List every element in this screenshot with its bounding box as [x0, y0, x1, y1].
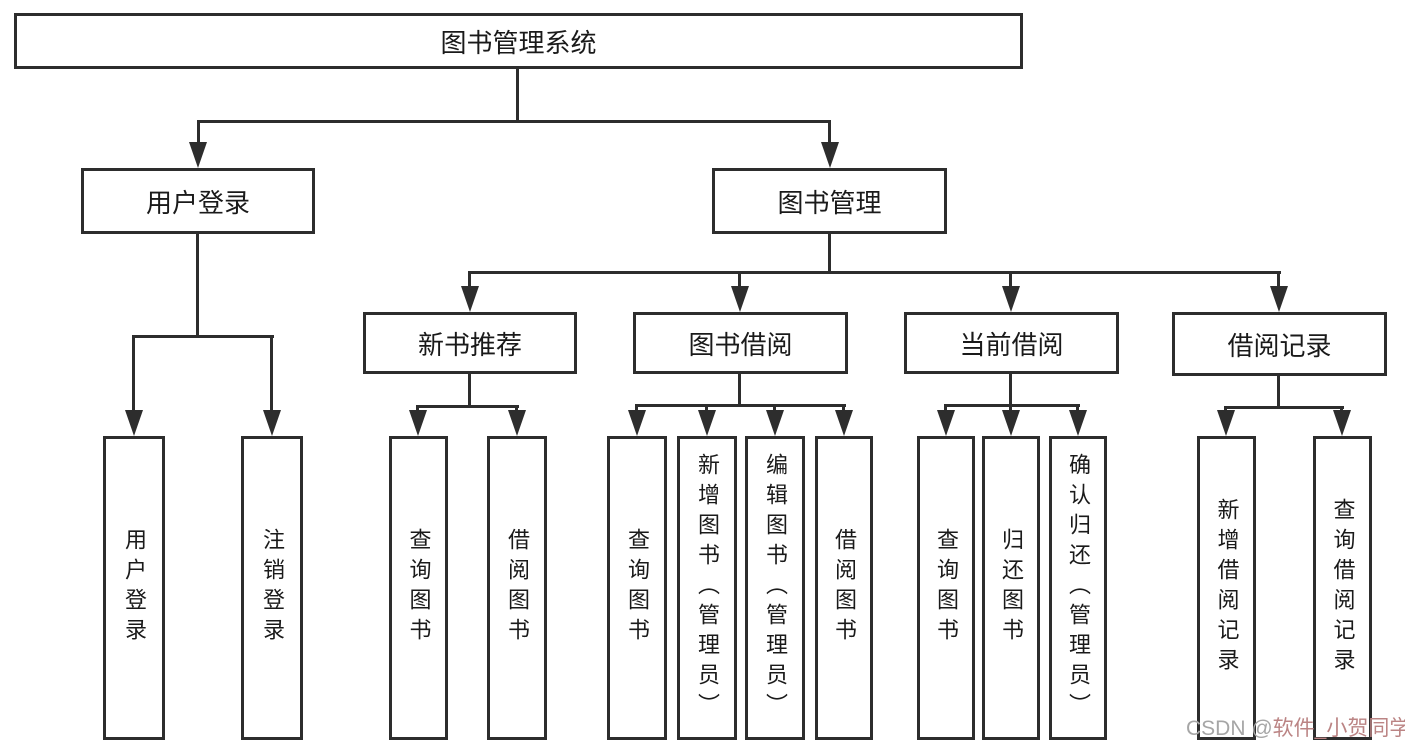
node-root-label: 图书管理系统: [440, 27, 597, 58]
connector-user-login-vertical: [196, 234, 199, 338]
node-book-management-label: 图书管理: [777, 187, 882, 218]
arrowhead-leaf-br-query-icon: [1333, 410, 1351, 436]
connector-current-borrow-vertical: [1009, 374, 1012, 407]
connector-level2-horizontal: [197, 120, 831, 123]
leaf-newbook-query-books: 查询图书: [389, 436, 448, 740]
arrowhead-leaf-cb-confirm-icon: [1069, 410, 1087, 436]
leaf-borrow-query-books-label: 查询图书: [625, 528, 650, 648]
arrowhead-to-book-borrow-icon: [731, 286, 749, 312]
connector-current-borrow-children-horizontal: [944, 404, 1080, 407]
node-book-borrow-label: 图书借阅: [688, 329, 793, 360]
arrowhead-leaf-cb-return-icon: [1002, 410, 1020, 436]
connector-book-management-vertical: [828, 234, 831, 274]
leaf-borrow-edit-books-admin-label: 编辑图书（管理员）: [763, 453, 788, 723]
leaf-newbook-query-books-label: 查询图书: [406, 528, 432, 648]
leaf-record-add-borrow-record: 新增借阅记录: [1197, 436, 1256, 740]
leaf-user-login: 用户登录: [103, 436, 165, 740]
connector-to-user-login-shaft: [197, 120, 200, 145]
connector-leaf-br-query-shaft: [1340, 406, 1343, 413]
connector-leaf-cb-return-shaft: [1009, 404, 1012, 413]
arrowhead-leaf-bb-edit-icon: [766, 410, 784, 436]
watermark: CSDN @软件_小贺同学: [1186, 712, 1405, 742]
connector-leaf-bb-query-shaft: [635, 404, 638, 413]
leaf-current-confirm-return-admin-label: 确认归还（管理员）: [1066, 453, 1091, 723]
connector-leaf-cb-confirm-shaft: [1076, 404, 1079, 413]
leaf-newbook-borrow-books: 借阅图书: [487, 436, 547, 740]
connector-user-login-children-horizontal: [132, 335, 274, 338]
node-borrow-record: 借阅记录: [1172, 312, 1387, 376]
leaf-borrow-borrow-books: 借阅图书: [815, 436, 873, 740]
connector-leaf-bb-edit-shaft: [773, 404, 776, 413]
connector-book-borrow-vertical: [738, 374, 741, 407]
leaf-current-query-books-label: 查询图书: [934, 528, 959, 648]
arrowhead-leaf-user-login-icon: [125, 410, 143, 436]
leaf-borrow-query-books: 查询图书: [607, 436, 667, 740]
connector-new-book-vertical: [468, 374, 471, 408]
node-user-login-label: 用户登录: [145, 187, 250, 218]
connector-leaf-nb-query-shaft: [416, 405, 419, 413]
connector-leaf-cb-query-shaft: [944, 404, 947, 413]
node-new-book-recommend: 新书推荐: [363, 312, 577, 374]
leaf-logout: 注销登录: [241, 436, 303, 740]
leaf-borrow-edit-books-admin: 编辑图书（管理员）: [745, 436, 805, 740]
connector-leaf-br-add-shaft: [1224, 406, 1227, 413]
leaf-user-login-label: 用户登录: [122, 528, 147, 648]
leaf-borrow-add-books-admin: 新增图书（管理员）: [677, 436, 737, 740]
connector-root-vertical: [516, 69, 519, 123]
arrowhead-leaf-nb-borrow-icon: [508, 410, 526, 436]
connector-to-borrow-record-shaft: [1277, 271, 1280, 289]
connector-borrow-record-children-horizontal: [1224, 406, 1344, 409]
connector-borrow-record-vertical: [1277, 376, 1280, 409]
arrowhead-to-current-borrow-icon: [1002, 286, 1020, 312]
node-new-book-recommend-label: 新书推荐: [417, 329, 522, 360]
node-borrow-record-label: 借阅记录: [1227, 330, 1332, 361]
node-book-borrow: 图书借阅: [633, 312, 848, 374]
connector-leaf-nb-borrow-shaft: [515, 405, 518, 413]
arrowhead-leaf-bb-add-icon: [698, 410, 716, 436]
leaf-record-query-borrow-record-label: 查询借阅记录: [1330, 498, 1356, 678]
connector-leaf-user-login-shaft: [132, 335, 135, 413]
arrowhead-to-borrow-record-icon: [1270, 286, 1288, 312]
arrowhead-leaf-br-add-icon: [1217, 410, 1235, 436]
connector-new-book-children-horizontal: [416, 405, 519, 408]
leaf-record-add-borrow-record-label: 新增借阅记录: [1214, 498, 1240, 678]
arrowhead-leaf-nb-query-icon: [409, 410, 427, 436]
watermark-prefix: CSDN @: [1186, 717, 1273, 740]
leaf-current-query-books: 查询图书: [917, 436, 975, 740]
connector-to-book-management-shaft: [828, 120, 831, 145]
node-book-management: 图书管理: [712, 168, 947, 234]
node-user-login: 用户登录: [81, 168, 315, 234]
leaf-current-confirm-return-admin: 确认归还（管理员）: [1049, 436, 1107, 740]
arrowhead-leaf-bb-borrow-icon: [835, 410, 853, 436]
connector-leaf-logout-shaft: [270, 335, 273, 413]
watermark-username: 软件_小贺同学: [1272, 717, 1405, 740]
leaf-borrow-borrow-books-label: 借阅图书: [832, 528, 857, 648]
leaf-borrow-add-books-admin-label: 新增图书（管理员）: [695, 453, 720, 723]
arrowhead-leaf-cb-query-icon: [937, 410, 955, 436]
arrowhead-to-new-book-icon: [461, 286, 479, 312]
leaf-logout-label: 注销登录: [260, 528, 285, 648]
connector-to-current-borrow-shaft: [1009, 271, 1012, 289]
leaf-newbook-borrow-books-label: 借阅图书: [505, 528, 530, 648]
node-current-borrow: 当前借阅: [904, 312, 1119, 374]
arrowhead-leaf-logout-icon: [263, 410, 281, 436]
leaf-current-return-books: 归还图书: [982, 436, 1040, 740]
connector-leaf-bb-add-shaft: [705, 404, 708, 413]
leaf-current-return-books-label: 归还图书: [999, 528, 1024, 648]
connector-to-book-borrow-shaft: [738, 271, 741, 289]
connector-level3-horizontal: [468, 271, 1281, 274]
leaf-record-query-borrow-record: 查询借阅记录: [1313, 436, 1372, 740]
arrowhead-to-book-management-icon: [821, 142, 839, 168]
arrowhead-leaf-bb-query-icon: [628, 410, 646, 436]
connector-to-new-book-shaft: [468, 271, 471, 289]
arrowhead-to-user-login-icon: [189, 142, 207, 168]
node-root: 图书管理系统: [14, 13, 1023, 69]
connector-leaf-bb-borrow-shaft: [842, 404, 845, 413]
connector-book-borrow-children-horizontal: [635, 404, 846, 407]
node-current-borrow-label: 当前借阅: [959, 329, 1064, 360]
